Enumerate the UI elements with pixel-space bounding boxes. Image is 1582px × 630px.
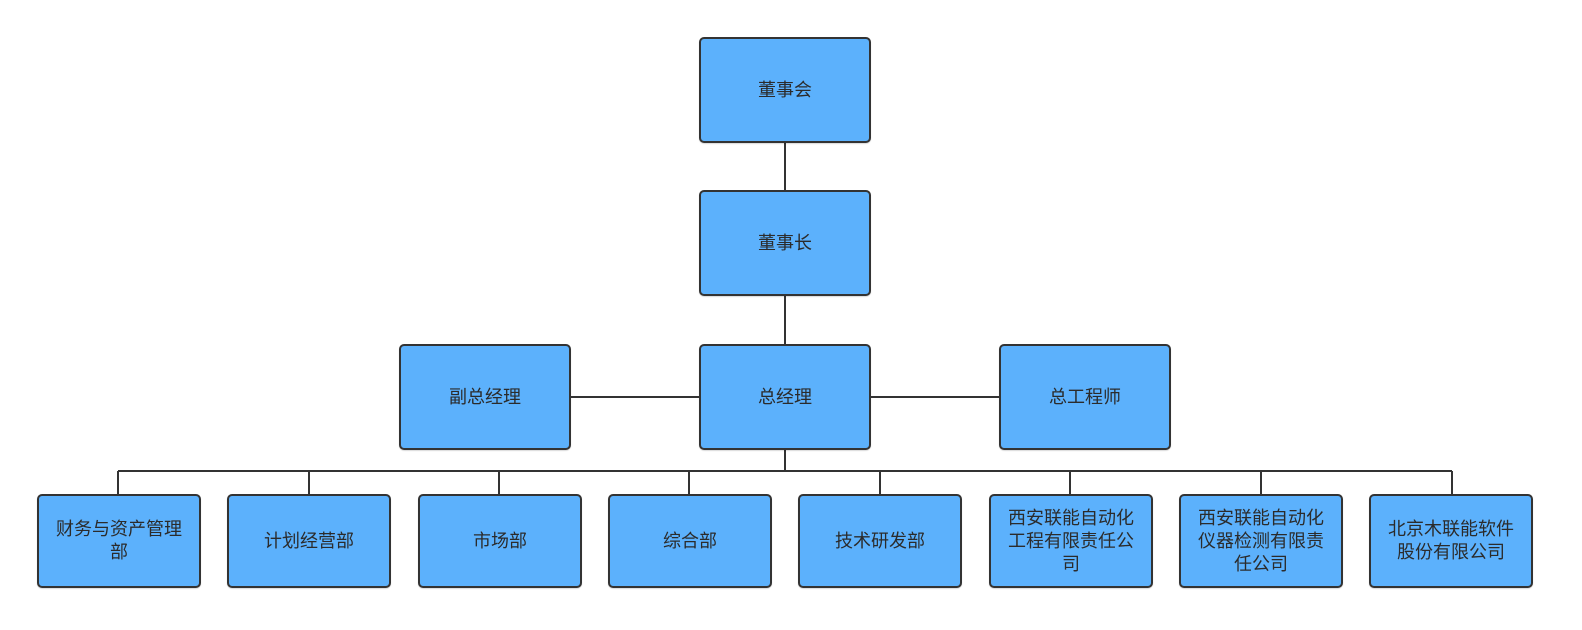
node-label: 总经理 bbox=[758, 386, 812, 408]
node-label: 西安联能自动化仪器检测有限责任公司 bbox=[1198, 507, 1324, 575]
node-department: 技术研发部 bbox=[798, 494, 962, 588]
node-general-manager: 总经理 bbox=[699, 344, 871, 450]
node-label: 西安联能自动化工程有限责任公司 bbox=[1008, 507, 1134, 575]
node-chief-engineer: 总工程师 bbox=[999, 344, 1171, 450]
node-label: 北京木联能软件股份有限公司 bbox=[1388, 519, 1514, 563]
node-board: 董事会 bbox=[699, 37, 871, 143]
node-chairman: 董事长 bbox=[699, 190, 871, 296]
node-department: 市场部 bbox=[418, 494, 582, 588]
node-label: 综合部 bbox=[663, 530, 717, 552]
node-deputy-general-manager: 副总经理 bbox=[399, 344, 571, 450]
node-department: 财务与资产管理部 bbox=[37, 494, 201, 588]
node-label: 董事会 bbox=[758, 79, 812, 101]
node-label: 副总经理 bbox=[449, 386, 521, 408]
node-label: 总工程师 bbox=[1049, 386, 1121, 408]
node-department: 西安联能自动化工程有限责任公司 bbox=[989, 494, 1153, 588]
node-label: 市场部 bbox=[473, 530, 527, 552]
node-department: 西安联能自动化仪器检测有限责任公司 bbox=[1179, 494, 1343, 588]
node-label: 董事长 bbox=[758, 232, 812, 254]
node-department: 计划经营部 bbox=[227, 494, 391, 588]
node-label: 技术研发部 bbox=[835, 530, 925, 552]
node-label: 计划经营部 bbox=[264, 530, 354, 552]
node-department: 北京木联能软件股份有限公司 bbox=[1369, 494, 1533, 588]
node-department: 综合部 bbox=[608, 494, 772, 588]
node-label: 财务与资产管理部 bbox=[56, 519, 182, 563]
